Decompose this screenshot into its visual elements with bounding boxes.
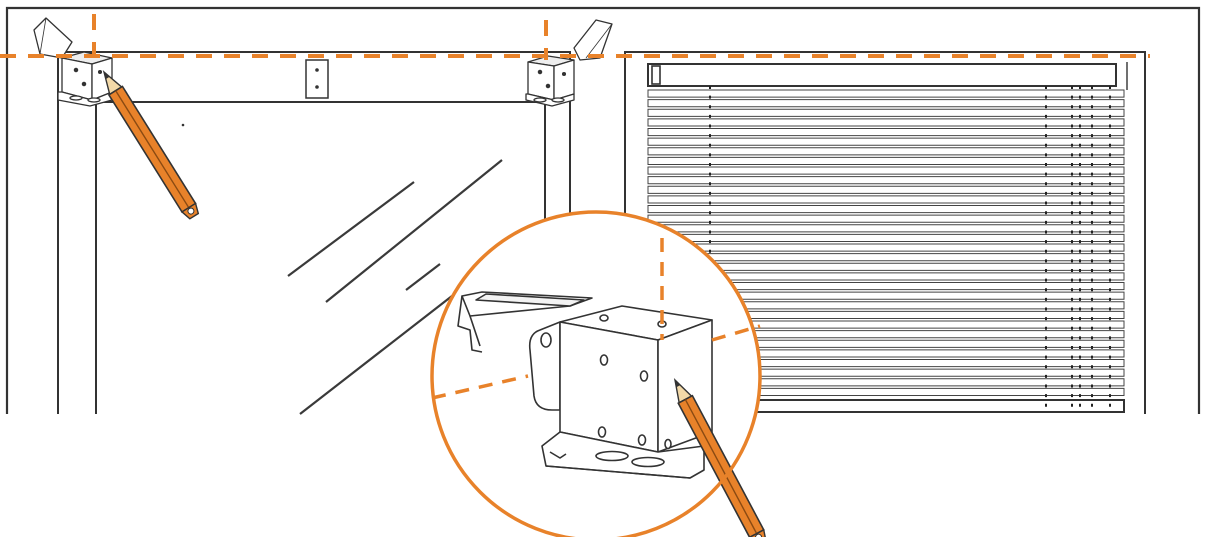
blind-slat [647,118,1125,127]
blind-slat [647,224,1125,233]
blind-slat [647,253,1125,262]
blind-slat [647,166,1125,175]
pencil-icon [673,377,767,537]
pencil-icon-top [102,70,200,220]
alignment-guide-top [0,14,1150,60]
blind-slat [647,185,1125,194]
blind-slat [647,205,1125,214]
blind-slat [647,156,1125,165]
mounting-bracket-right [525,19,613,107]
blind-slat [647,195,1125,204]
blind-slat [647,147,1125,156]
glass-reflection [287,159,503,415]
blind-slat [647,243,1125,252]
wall-outline [5,6,1201,414]
mounting-bracket-left [33,17,113,107]
blind-slat [647,214,1125,223]
blind-slat [647,89,1125,98]
alignment-guide-enlarged [431,238,761,400]
blind-slat [647,108,1125,117]
blind-slat [647,233,1125,242]
blind-slat [647,99,1125,108]
marker-dot [181,123,185,127]
window-latch [305,59,329,99]
blind-slat [647,137,1125,146]
blind-slat [647,176,1125,185]
magnifier-callout [430,210,762,537]
blind-slat [647,128,1125,137]
blind-frame [624,51,1146,414]
